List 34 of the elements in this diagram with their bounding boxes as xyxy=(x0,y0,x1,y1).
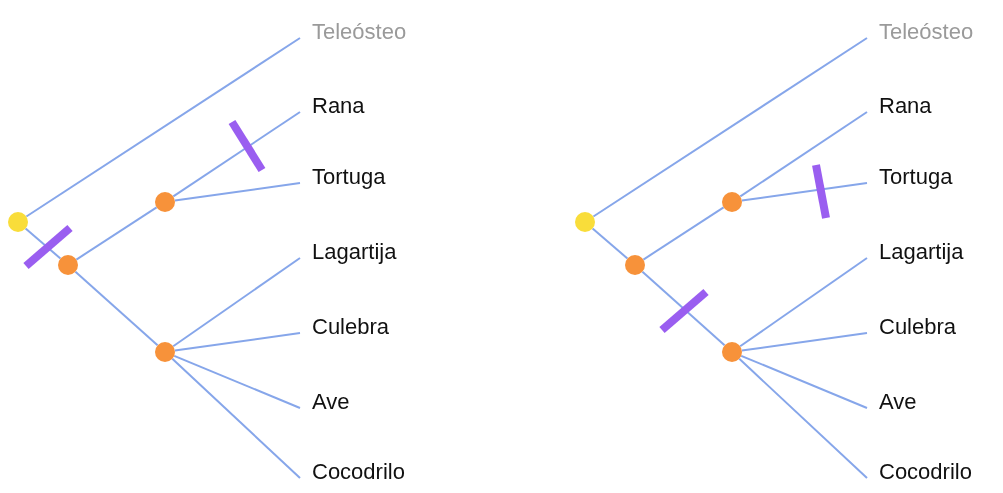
branch-line xyxy=(591,227,629,260)
taxon-label: Cocodrilo xyxy=(312,458,405,486)
branch-line xyxy=(74,270,159,347)
taxon-label: Lagartija xyxy=(312,238,397,266)
branch-line xyxy=(173,332,301,352)
branch-line xyxy=(173,182,301,202)
taxon-label: Culebra xyxy=(312,313,390,341)
taxon-label: Rana xyxy=(879,92,932,120)
branch-line xyxy=(739,257,868,348)
branch-line xyxy=(592,37,868,218)
branch-line xyxy=(738,357,868,479)
branch-line xyxy=(172,111,301,198)
taxon-label: Teleósteo xyxy=(879,18,974,46)
taxon-label: Lagartija xyxy=(879,238,964,266)
taxon-label: Tortuga xyxy=(312,163,386,191)
taxon-label: Cocodrilo xyxy=(879,458,972,486)
branch-line xyxy=(172,257,301,348)
branch-line xyxy=(171,357,301,479)
branch-line xyxy=(25,37,301,218)
taxon-label: Ave xyxy=(312,388,350,416)
branch-line xyxy=(740,354,868,409)
branch-line xyxy=(642,206,725,261)
branch-line xyxy=(641,270,726,347)
taxon-label: Tortuga xyxy=(879,163,953,191)
branch-line xyxy=(24,227,62,260)
branch-line xyxy=(740,332,868,352)
branch-line xyxy=(740,182,868,202)
taxon-label: Ave xyxy=(879,388,917,416)
taxon-label: Rana xyxy=(312,92,365,120)
taxon-label: Teleósteo xyxy=(312,18,407,46)
branch-line xyxy=(75,206,158,261)
branch-line xyxy=(739,111,868,198)
taxon-label: Culebra xyxy=(879,313,957,341)
branch-line xyxy=(173,354,301,409)
